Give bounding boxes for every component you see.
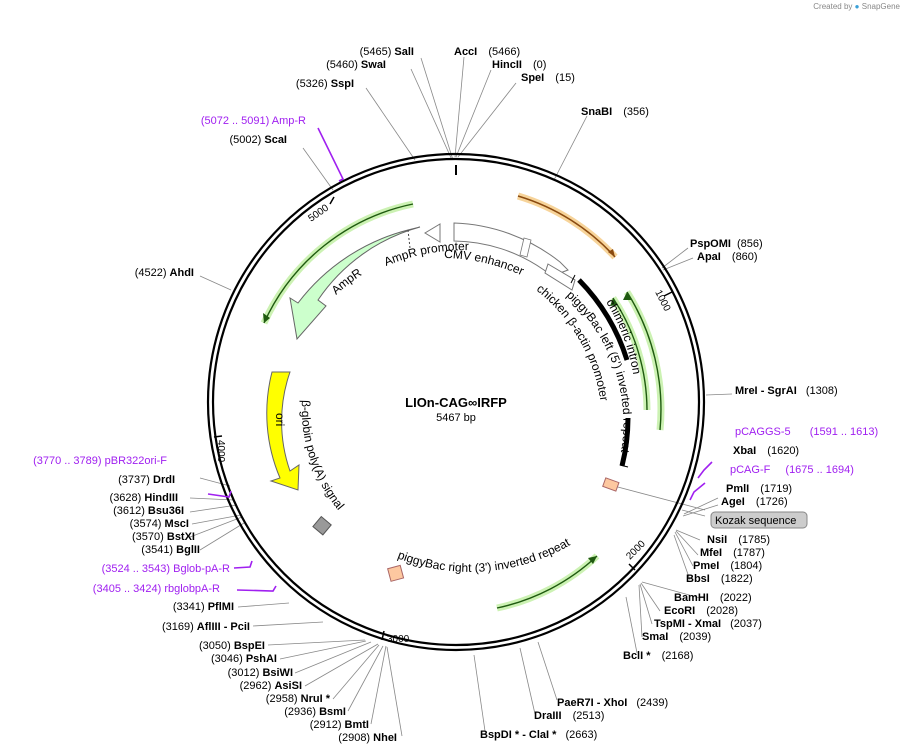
site-apai: ApaI (860)	[697, 251, 758, 263]
site-nhei: (2908) NheI	[338, 732, 397, 744]
site-nsii: NsiI (1785)	[707, 534, 770, 546]
ampr-promoter-arrowhead	[424, 223, 441, 243]
site-bmti: (2912) BmtI	[310, 719, 369, 731]
tick-label-3000: 3000	[387, 634, 410, 645]
primer-rbglobpa-r: (3405 .. 3424) rbglobpA-R	[93, 583, 220, 595]
site-bsiwi: (3012) BsiWI	[228, 667, 293, 679]
ori-label: ori	[273, 413, 287, 426]
site-drdi: (3737) DrdI	[118, 474, 175, 486]
site-hindiii: (3628) HindIII	[110, 492, 178, 504]
chicken-promoter-shape	[544, 263, 576, 291]
credit-brand: SnapGene	[861, 2, 900, 11]
site-paer7i-xhoi: PaeR7I - XhoI (2439)	[557, 697, 668, 709]
plasmid-name: LIOn-CAG∞IRFP	[405, 395, 507, 410]
site-tspmi-xmai: TspMI - XmaI (2037)	[654, 618, 762, 630]
site-ecori: EcoRI (2028)	[664, 605, 738, 617]
site-bsmi: (2936) BsmI	[284, 706, 346, 718]
site-bstxi: (3570) BstXI	[132, 531, 195, 543]
site-acci: AccI (5466)	[454, 46, 520, 58]
leader-lines	[189, 56, 733, 737]
orf-arcs	[260, 200, 665, 612]
site-nrui: (2958) NruI *	[266, 693, 331, 705]
site-snabi: SnaBI (356)	[581, 106, 649, 118]
plasmid-size: 5467 bp	[436, 412, 476, 424]
kozak-sequence-badge[interactable]	[710, 511, 808, 529]
site-msci: (3574) MscI	[130, 518, 189, 530]
site-bspei: (3050) BspEI	[199, 640, 265, 652]
site-bamhi: BamHI (2022)	[674, 592, 752, 604]
chimeric-intron-arc-2	[619, 417, 631, 467]
ori-arrow	[266, 371, 300, 491]
site-draiii: DraIII (2513)	[534, 710, 604, 722]
site-xbai: XbaI (1620)	[733, 445, 799, 457]
primer-pcaggs-5: pCAGGS-5 (1591 .. 1613)	[735, 426, 878, 438]
site-hincii: HincII (0)	[492, 59, 546, 71]
site-smai: SmaI (2039)	[642, 631, 711, 643]
site-pshai: (3046) PshAI	[211, 653, 277, 665]
kozak-sequence-label: Kozak sequence	[715, 515, 796, 527]
site-sali: (5465) SalI	[360, 46, 414, 58]
site-mfei: MfeI (1787)	[700, 547, 765, 559]
site-spei: SpeI (15)	[521, 72, 575, 84]
ruler-ticks	[213, 196, 673, 641]
primer-pbr322ori-f: (3770 .. 3789) pBR322ori-F	[33, 455, 167, 467]
piggybac-left-box	[602, 477, 620, 492]
backbone-outer	[206, 152, 706, 652]
tick-label-4000: 4000	[215, 440, 226, 463]
site-bbsi: BbsI (1822)	[686, 573, 753, 585]
backbone-inner	[211, 157, 701, 647]
site-bspdi-clai: BspDI * - ClaI * (2663)	[480, 729, 597, 741]
site-bcli: BclI * (2168)	[623, 650, 693, 662]
site-mrei-sgrai: MreI - SgrAI (1308)	[735, 385, 838, 397]
piggybac-right-label: piggyBac right (3') inverted repeat	[396, 535, 573, 575]
bglobin-polya-label: β-globin poly(A) signal	[299, 400, 347, 513]
credit-prefix: Created by	[813, 2, 853, 11]
site-afliii-pcii: (3169) AflIII - PciI	[162, 621, 250, 633]
tick-label-2000: 2000	[624, 538, 648, 562]
site-bglii: (3541) BglII	[141, 544, 200, 556]
tick-label-1000: 1000	[652, 288, 672, 313]
site-bsu36i: (3612) Bsu36I	[113, 505, 184, 517]
site-pmli: PmlI (1719)	[726, 483, 792, 495]
site-swai: (5460) SwaI	[326, 59, 386, 71]
site-pmei: PmeI (1804)	[693, 560, 762, 572]
site-scai: (5002) ScaI	[230, 134, 288, 146]
ampr-arrow	[289, 226, 421, 341]
bglobin-polya-box	[312, 515, 332, 536]
site-pspomi: PspOMI (856)	[690, 238, 763, 250]
chimeric-intron-arc	[577, 278, 630, 361]
piggybac-right-box	[387, 564, 405, 582]
primer-marks	[207, 127, 713, 592]
snapgene-credit: Created by ● SnapGene	[813, 2, 900, 11]
primer-amp-r: (5072 .. 5091) Amp-R	[201, 115, 306, 127]
site-asisi: (2962) AsiSI	[240, 680, 302, 692]
primer-bglob-pa-r: (3524 .. 3543) Bglob-pA-R	[102, 563, 230, 575]
site-agei: AgeI (1726)	[721, 496, 788, 508]
site-ahdi: (4522) AhdI	[135, 267, 194, 279]
site-pflmi: (3341) PflMI	[173, 601, 234, 613]
orange-feature-arc	[517, 195, 616, 258]
site-sspi: (5326) SspI	[296, 78, 354, 90]
tick-label-5000: 5000	[306, 202, 331, 224]
primer-pcag-f: pCAG-F (1675 .. 1694)	[730, 464, 854, 476]
